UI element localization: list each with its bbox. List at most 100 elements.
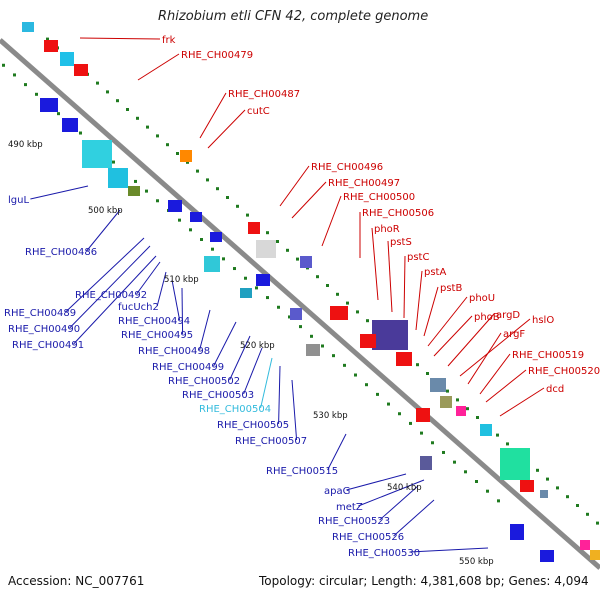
gc-tick xyxy=(442,450,445,454)
forward-leader-line xyxy=(415,270,423,331)
gene-feature xyxy=(40,98,58,112)
gc-tick xyxy=(116,99,119,103)
forward-leader-line xyxy=(447,313,495,367)
gene-feature xyxy=(306,344,320,356)
reverse-leader-line xyxy=(156,271,167,307)
gc-tick xyxy=(354,373,357,377)
forward-gene-label: pstC xyxy=(407,252,429,263)
gene-feature xyxy=(210,232,222,242)
gc-tick xyxy=(226,196,229,199)
reverse-gene-label: RHE_CH00486 xyxy=(25,247,97,258)
forward-gene-label: RHE_CH00506 xyxy=(362,208,434,219)
gene-feature xyxy=(204,256,220,272)
scale-tick-label: 530 kbp xyxy=(313,411,348,421)
gene-feature xyxy=(396,352,412,366)
gc-tick xyxy=(276,240,279,243)
gc-tick xyxy=(426,372,429,375)
gene-feature xyxy=(44,40,58,52)
gene-feature xyxy=(510,524,524,540)
gc-tick xyxy=(236,204,239,208)
gc-tick xyxy=(277,305,280,309)
reverse-leader-line xyxy=(136,261,161,295)
forward-gene-label: hslO xyxy=(532,315,554,326)
gc-tick xyxy=(366,319,369,323)
reverse-gene-label: RHE_CH00515 xyxy=(266,466,338,477)
gene-feature xyxy=(82,140,112,168)
gc-tick xyxy=(266,296,269,300)
gc-tick xyxy=(200,238,203,241)
forward-leader-line xyxy=(423,286,439,337)
reverse-gene-label: RHE_CH00495 xyxy=(121,330,193,341)
forward-gene-label: RHE_CH00500 xyxy=(343,192,415,203)
gene-feature xyxy=(456,406,466,416)
forward-leader-line xyxy=(485,369,527,403)
reverse-leader-line xyxy=(30,185,89,200)
reverse-gene-label: RHE_CH00505 xyxy=(217,420,289,431)
forward-gene-label: RHE_CH00519 xyxy=(512,350,584,361)
forward-gene-label: phoU xyxy=(469,293,495,304)
gene-feature xyxy=(60,52,74,66)
gc-tick xyxy=(420,431,423,435)
gene-feature xyxy=(256,240,276,258)
gc-tick xyxy=(206,178,209,182)
gc-tick xyxy=(126,108,129,111)
gene-feature xyxy=(240,288,252,298)
forward-gene-label: RHE_CH00487 xyxy=(228,89,300,100)
reverse-leader-line xyxy=(65,237,145,313)
forward-gene-label: phoR xyxy=(374,224,400,235)
gene-feature xyxy=(290,308,302,320)
scale-tick-label: 550 kbp xyxy=(459,557,494,567)
gc-tick xyxy=(316,275,319,279)
gc-tick xyxy=(453,460,456,464)
gene-feature xyxy=(300,256,312,268)
gc-tick xyxy=(409,421,412,425)
gene-feature xyxy=(580,540,590,550)
gc-tick xyxy=(2,63,5,67)
forward-gene-label: phoB xyxy=(474,312,500,323)
forward-leader-line xyxy=(403,255,406,319)
forward-leader-line xyxy=(199,92,227,139)
scale-tick-label: 520 kbp xyxy=(240,341,275,351)
gc-tick xyxy=(196,169,199,173)
gc-tick xyxy=(466,407,469,411)
gene-feature xyxy=(416,408,430,422)
gc-tick xyxy=(446,389,449,393)
reverse-leader-line xyxy=(346,473,407,491)
gc-tick xyxy=(166,143,169,147)
gc-tick xyxy=(233,267,236,271)
forward-leader-line xyxy=(427,296,468,347)
gc-tick xyxy=(134,179,137,183)
forward-gene-label: RHE_CH00520 xyxy=(528,366,600,377)
gene-feature xyxy=(360,334,376,348)
gc-tick xyxy=(497,499,500,503)
gc-tick xyxy=(216,187,219,191)
gene-feature xyxy=(420,456,432,470)
reverse-gene-label: RHE_CH00523 xyxy=(318,516,390,527)
gc-tick xyxy=(475,480,478,483)
reverse-gene-label: RHE_CH00526 xyxy=(332,532,404,543)
gc-tick xyxy=(266,231,269,235)
gene-feature xyxy=(190,212,202,222)
gc-tick xyxy=(398,412,401,416)
gc-tick xyxy=(556,486,559,490)
gene-feature xyxy=(440,396,452,408)
gc-tick xyxy=(321,344,324,348)
forward-leader-line xyxy=(79,37,161,40)
gc-tick xyxy=(376,392,379,396)
gc-tick xyxy=(464,470,467,474)
gc-tick xyxy=(136,116,139,120)
forward-leader-line xyxy=(459,318,531,377)
reverse-gene-label: RHE_CH00504 xyxy=(199,404,271,415)
reverse-leader-line xyxy=(409,547,489,553)
reverse-leader-line xyxy=(73,255,157,345)
gc-tick xyxy=(387,402,390,406)
forward-gene-label: RHE_CH00496 xyxy=(311,162,383,173)
forward-leader-line xyxy=(499,387,545,417)
gc-tick xyxy=(222,257,225,261)
gene-label-track: frkRHE_CH00479RHE_CH00487cutCRHE_CH00496… xyxy=(4,35,600,559)
gc-tick xyxy=(156,134,159,138)
reverse-gene-label: RHE_CH00490 xyxy=(8,324,80,335)
reverse-leader-line xyxy=(171,279,181,321)
gc-tick xyxy=(112,160,115,164)
